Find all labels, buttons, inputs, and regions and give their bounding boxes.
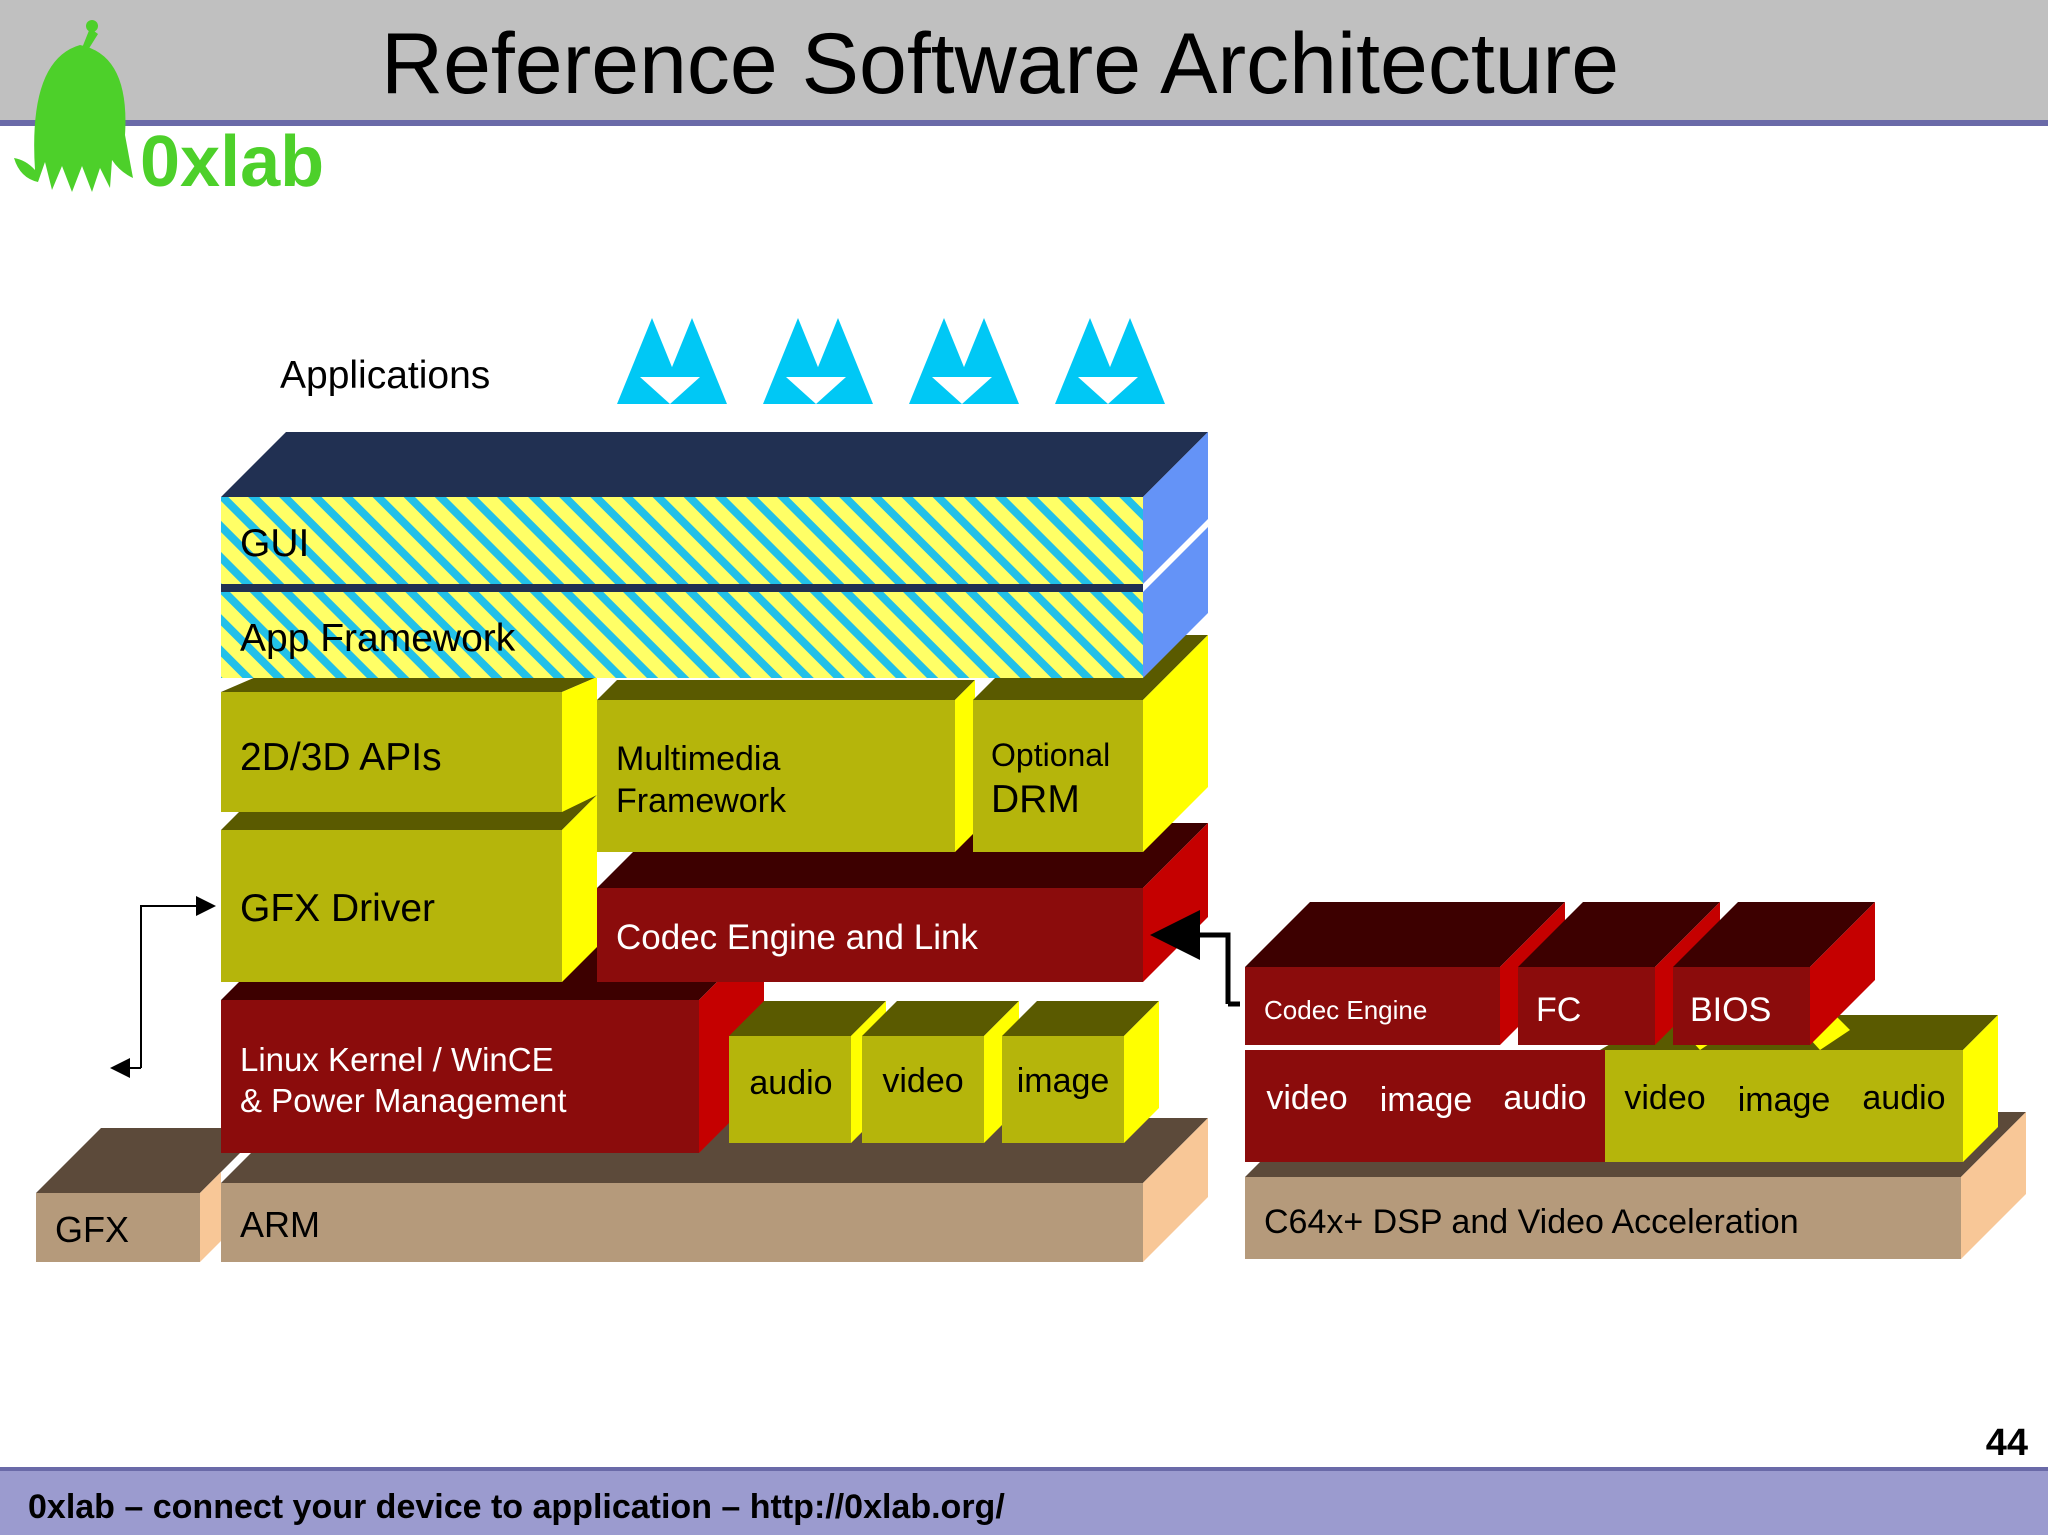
logo-wordmark: 0xlab <box>140 122 324 202</box>
arm-label: ARM <box>240 1204 320 1245</box>
dsp-bios-block <box>1673 902 1875 1045</box>
kernel-label-line1: Linux Kernel / WinCE <box>240 1041 554 1078</box>
gui-block <box>221 432 1208 584</box>
multimedia-label-line2: Framework <box>616 782 787 820</box>
drm-label-line1: Optional <box>991 737 1110 773</box>
apis-label: 2D/3D APIs <box>240 736 442 779</box>
kernel-label-line2: & Power Management <box>240 1082 567 1119</box>
dsp-fc-label: FC <box>1536 991 1581 1029</box>
arm-codec-label-video: video <box>882 1062 963 1100</box>
gfx-driver-connector <box>140 896 216 1068</box>
app-framework-label: App Framework <box>240 617 516 660</box>
gfx-block <box>36 1128 265 1262</box>
arm-codec-image <box>1002 1001 1159 1143</box>
dsp-codec-olive-label-image: image <box>1738 1081 1831 1119</box>
app-framework-block <box>221 527 1208 678</box>
apis-block <box>221 677 597 812</box>
dsp-label: C64x+ DSP and Video Acceleration <box>1264 1203 1799 1241</box>
multimedia-block <box>597 680 975 852</box>
gfx-driver-label: GFX Driver <box>240 887 435 930</box>
dsp-codec-olive-label-video: video <box>1624 1079 1705 1117</box>
dsp-bios-label: BIOS <box>1690 991 1771 1029</box>
arm-codec-video <box>862 1001 1019 1143</box>
codec-link-label: Codec Engine and Link <box>616 918 978 957</box>
logo-mascot-icon <box>14 20 133 192</box>
dsp-codec-red-label-image: image <box>1380 1081 1473 1119</box>
app-icon-4 <box>1055 318 1165 404</box>
footer-rule <box>0 1467 2048 1471</box>
slide-title: Reference Software Architecture <box>381 16 1619 112</box>
gfx-label: GFX <box>55 1209 129 1250</box>
header-bar <box>0 0 2048 122</box>
app-icon-3 <box>909 318 1019 404</box>
footer-text: 0xlab – connect your device to applicati… <box>28 1488 1005 1526</box>
codec-link-connector <box>1150 910 1231 1004</box>
dsp-codec-olive-label-audio: audio <box>1862 1079 1945 1117</box>
arm-codec-label-audio: audio <box>749 1064 832 1102</box>
footer-bar <box>0 1467 2048 1535</box>
multimedia-label-line1: Multimedia <box>616 740 780 778</box>
dsp-codec-red-label-audio: audio <box>1503 1079 1586 1117</box>
gui-label: GUI <box>240 522 309 565</box>
header-rule <box>0 120 2048 126</box>
applications-label: Applications <box>280 354 490 397</box>
drm-label-line2: DRM <box>991 778 1080 821</box>
dsp-codec-red-group <box>1245 1050 1605 1162</box>
dsp-codec-red-label-video: video <box>1266 1079 1347 1117</box>
dsp-codec-engine-label: Codec Engine <box>1264 995 1427 1025</box>
app-icon-2 <box>763 318 873 404</box>
app-icon-1 <box>617 318 727 404</box>
page-number: 44 <box>1986 1422 2028 1464</box>
arm-codec-label-image: image <box>1017 1062 1110 1100</box>
